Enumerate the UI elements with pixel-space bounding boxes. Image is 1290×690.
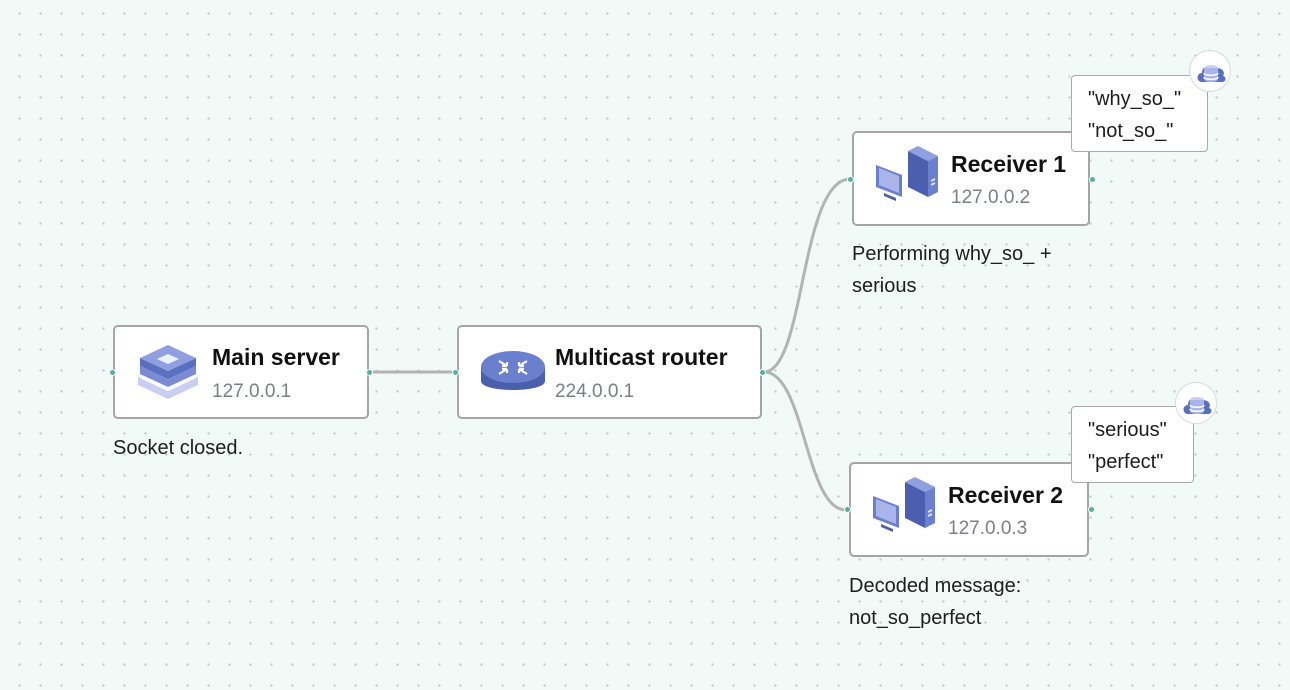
buffer-bubble-receiver-2: "serious" "perfect": [1071, 406, 1194, 483]
desktop-computer-icon: [876, 146, 938, 201]
router-icon: [481, 351, 545, 390]
node-status-caption: Socket closed.: [113, 437, 244, 459]
caption-line: serious: [852, 275, 917, 297]
edge-router-receiver2: [763, 370, 847, 512]
node-ip: 127.0.0.1: [212, 381, 292, 402]
cloud-database-badge-receiver-1[interactable]: [1189, 50, 1231, 92]
node-ip: 127.0.0.2: [951, 187, 1031, 208]
port-router-right[interactable]: [759, 369, 766, 376]
caption-line: Decoded message:: [849, 575, 1022, 597]
desktop-computer-icon: [873, 477, 935, 532]
node-title: Receiver 2: [948, 482, 1064, 508]
port-receiver-2-left[interactable]: [844, 506, 851, 513]
node-main-server[interactable]: Main server 127.0.0.1: [113, 325, 369, 419]
node-status-caption: Decoded message: not_so_perfect: [849, 570, 1021, 634]
server-stack-icon: [138, 345, 198, 399]
port-receiver-1-right[interactable]: [1089, 176, 1096, 183]
buffer-entry: "not_so_": [1088, 120, 1174, 142]
cloud-database-icon: [1197, 65, 1226, 82]
buffer-entry: "why_so_": [1088, 88, 1182, 110]
node-ip: 224.0.0.1: [555, 381, 635, 402]
edge-router-receiver1: [763, 177, 851, 374]
node-receiver-2[interactable]: Receiver 2 127.0.0.3: [849, 462, 1089, 557]
node-status-caption: Performing why_so_ + serious: [852, 238, 1052, 302]
node-title: Multicast router: [555, 344, 728, 370]
buffer-bubble-receiver-1: "why_so_" "not_so_": [1071, 75, 1208, 152]
node-ip: 127.0.0.3: [948, 518, 1028, 539]
node-receiver-1[interactable]: Receiver 1 127.0.0.2: [852, 131, 1090, 226]
port-main-server-left[interactable]: [109, 369, 116, 376]
cloud-database-icon: [1183, 397, 1212, 414]
port-main-server-right[interactable]: [366, 369, 373, 376]
caption-line: not_so_perfect: [849, 607, 982, 629]
port-receiver-1-left[interactable]: [847, 176, 854, 183]
caption-line: Performing why_so_ +: [852, 243, 1052, 265]
node-multicast-router[interactable]: Multicast router 224.0.0.1: [457, 325, 762, 419]
buffer-entry: "serious": [1088, 419, 1167, 441]
port-receiver-2-right[interactable]: [1088, 506, 1095, 513]
buffer-entry: "perfect": [1088, 451, 1164, 473]
node-title: Receiver 1: [951, 151, 1067, 177]
cloud-database-badge-receiver-2[interactable]: [1175, 382, 1217, 424]
port-router-left[interactable]: [452, 369, 459, 376]
node-title: Main server: [212, 344, 340, 370]
